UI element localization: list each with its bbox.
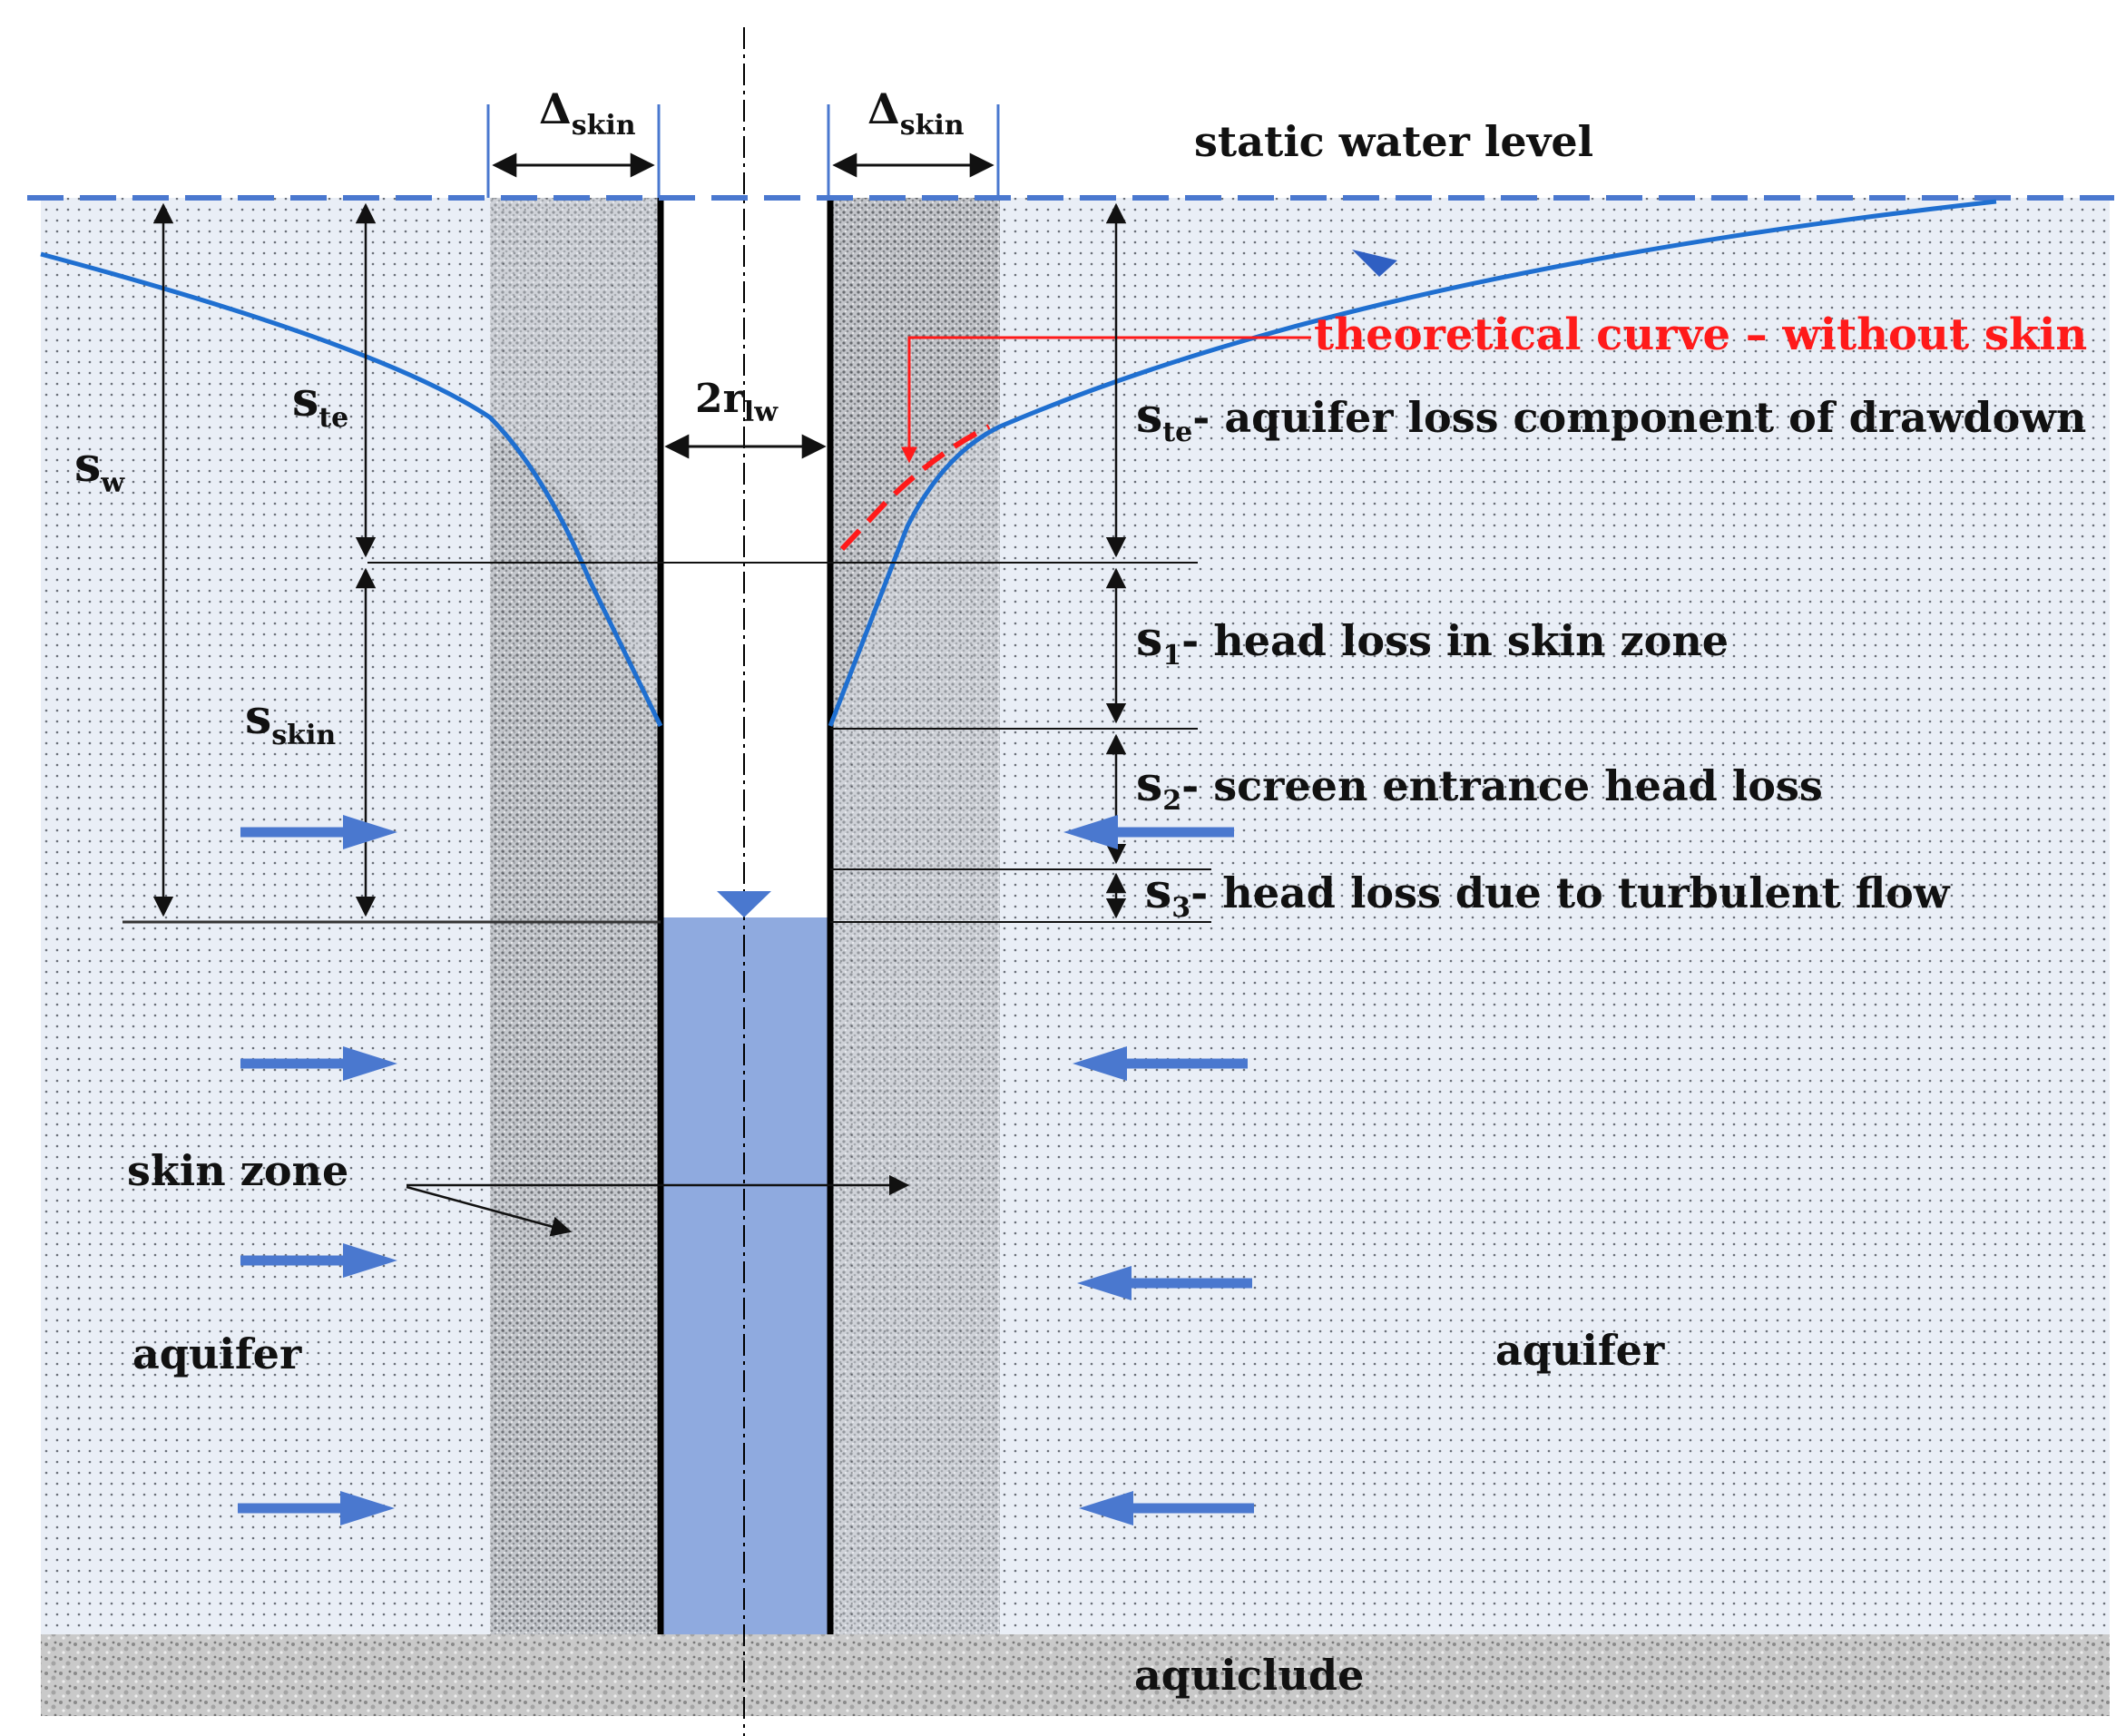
s1-description: s1- head loss in skin zone: [1136, 612, 1729, 672]
flow-arrow: [240, 1243, 397, 1278]
ste-description: ste- aquifer loss component of drawdown: [1136, 388, 2086, 448]
skin-zone-pointer-1: [406, 1185, 573, 1237]
flow-arrow: [1077, 1266, 1252, 1300]
skin-zone-label: skin zone: [127, 1146, 348, 1195]
drawdown-curve-left: [40, 251, 663, 728]
theoretical-curve-label: theoretical curve – without skin: [1314, 309, 2087, 360]
flow-arrow: [238, 1491, 395, 1525]
skin-zone-right-wet: [830, 198, 1000, 1634]
well-water-level-marker: [717, 891, 771, 917]
well-water: [661, 917, 830, 1634]
sw-label: sw: [74, 437, 125, 499]
skin-zone-left-wet: [490, 436, 661, 1634]
flow-arrows-left: [238, 815, 397, 1525]
well-diameter-label: 2rlw: [695, 376, 779, 428]
s2-description: s2- screen entrance head loss: [1136, 757, 1823, 817]
aquiclude-label: aquiclude: [1134, 1651, 1364, 1700]
drawdown-curve-right: [828, 199, 1997, 727]
flow-arrow: [240, 815, 397, 849]
delta-skin-left-label: Δskin: [539, 84, 636, 142]
sskin-label: sskin: [245, 690, 336, 751]
flow-arrows-right: [1063, 815, 1254, 1525]
s3-description: s3- head loss due to turbulent flow: [1145, 864, 1951, 924]
flow-arrow: [1063, 815, 1234, 849]
flow-arrow: [240, 1046, 397, 1081]
theoretical-curve-dashed: [839, 424, 991, 552]
delta-skin-right-label: Δskin: [867, 84, 965, 142]
aquifer-label-left: aquifer: [132, 1329, 302, 1378]
ste-left-label: ste: [292, 372, 348, 434]
theoretical-curve-leader: [901, 336, 1311, 464]
aquifer-label-right: aquifer: [1495, 1326, 1665, 1375]
flow-arrow: [1073, 1046, 1248, 1081]
aquifer-area: [41, 198, 2110, 1634]
well-bore-air: [661, 198, 830, 917]
static-water-level-label: static water level: [1194, 117, 1593, 166]
curve-direction-marker: [1352, 250, 1397, 277]
aquiclude-layer: [41, 1634, 2110, 1716]
flow-arrow: [1079, 1491, 1254, 1525]
